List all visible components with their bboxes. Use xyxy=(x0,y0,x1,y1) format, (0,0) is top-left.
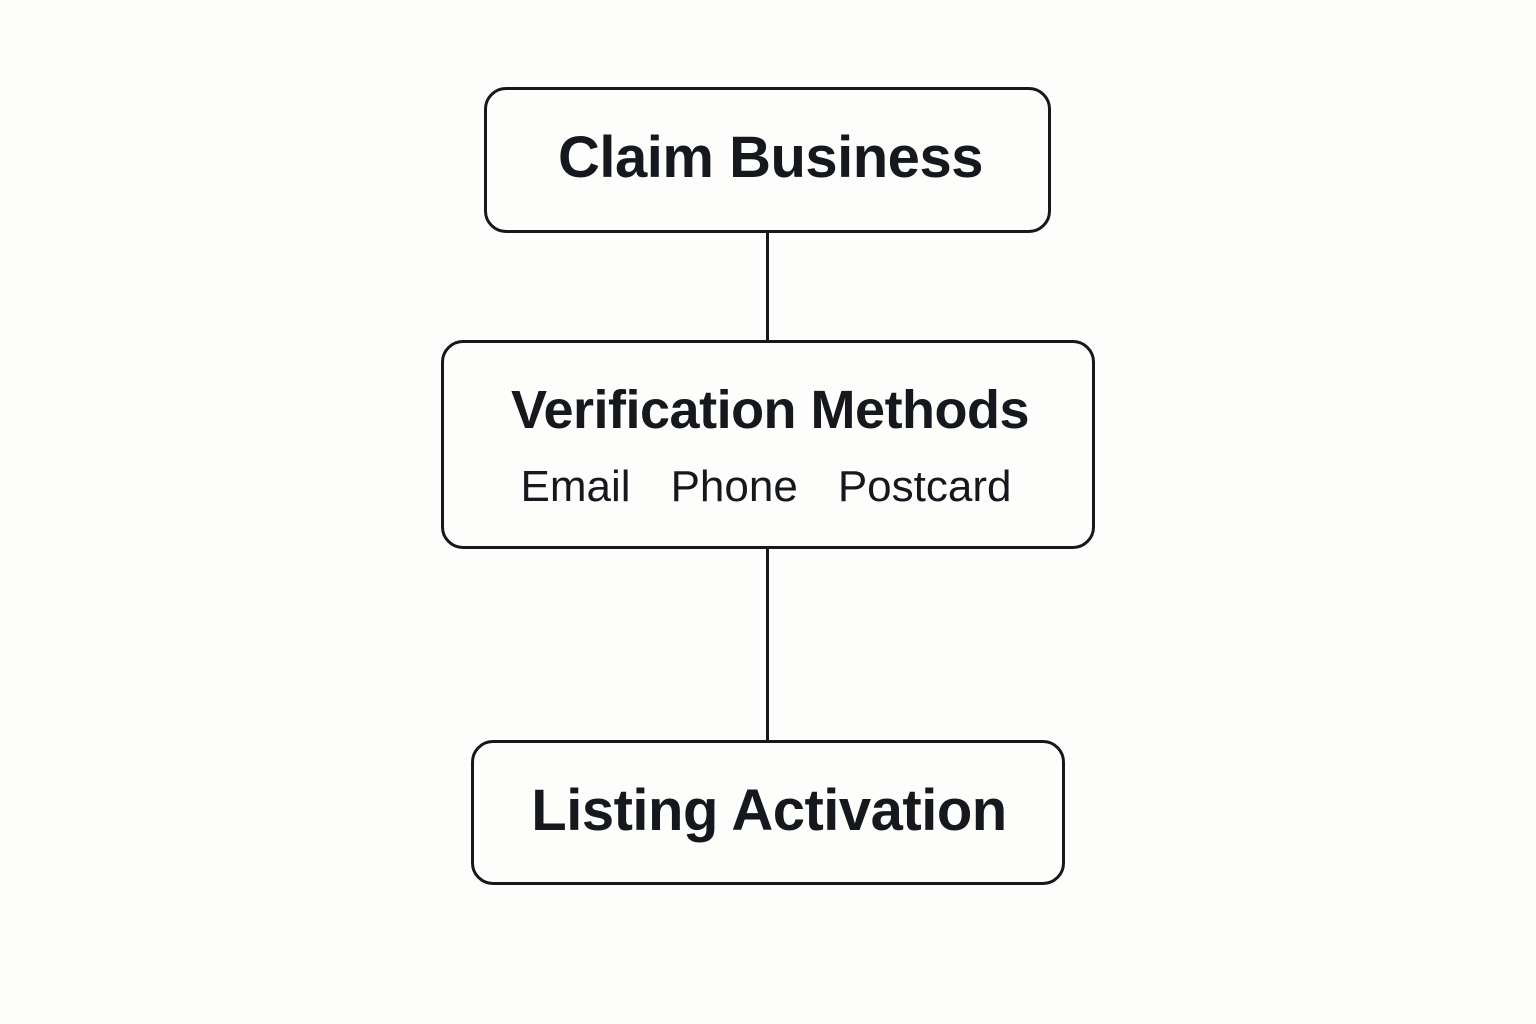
listing-activation-title: Listing Activation xyxy=(531,777,1007,843)
verification-methods-node: Verification Methods Email Phone Postcar… xyxy=(441,340,1095,549)
verification-method-list: Email Phone Postcard xyxy=(521,465,1012,509)
listing-activation-node: Listing Activation xyxy=(471,740,1065,885)
method-phone: Phone xyxy=(670,462,798,511)
connector-verification-to-listing xyxy=(766,549,769,740)
method-postcard: Postcard xyxy=(837,462,1012,511)
connector-claim-to-verification xyxy=(766,233,769,340)
claim-business-title: Claim Business xyxy=(558,125,983,190)
claim-business-node: Claim Business xyxy=(484,87,1051,233)
method-email: Email xyxy=(520,462,631,511)
verification-methods-title: Verification Methods xyxy=(510,380,1030,440)
